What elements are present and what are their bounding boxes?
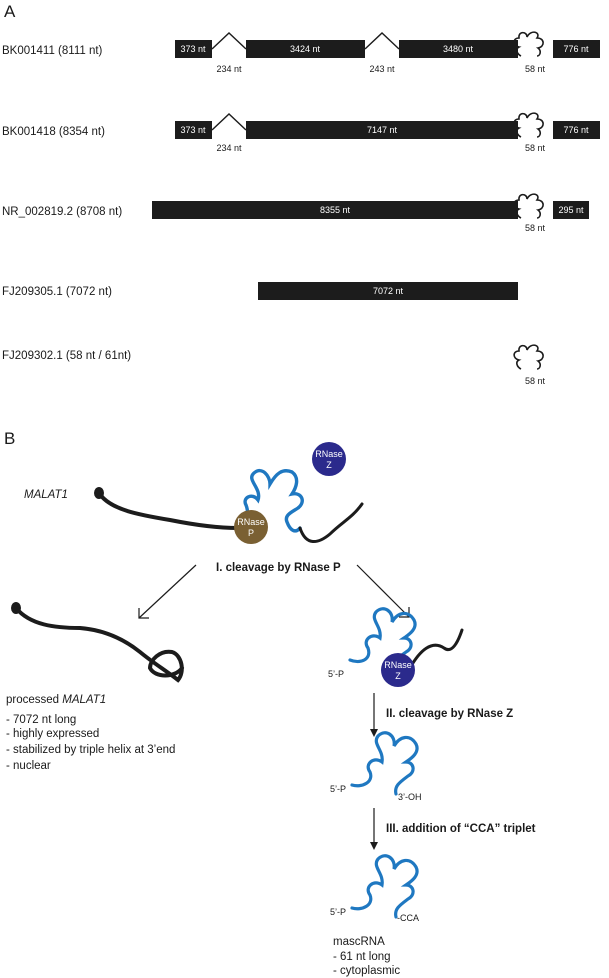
exon-segment — [246, 121, 518, 139]
intron-caret — [364, 32, 400, 50]
loop-label: 58 nt — [525, 64, 546, 74]
cap-structure — [94, 487, 104, 499]
mascrna-loop — [513, 31, 544, 57]
step-2-label: II. cleavage by RNase Z — [386, 708, 513, 720]
cleaved-mascrna: 5’-P 3’-OH — [330, 731, 422, 802]
loop-label: 58 nt — [525, 376, 546, 386]
rnase-z-enzyme — [381, 653, 415, 687]
rnase-z-label-2: Z — [326, 460, 332, 470]
exon-segment — [553, 201, 589, 219]
split-arrows — [138, 564, 410, 619]
arrow-left-head — [138, 608, 149, 619]
panel-a-letter: A — [4, 2, 16, 21]
segment-label: 8355 nt — [320, 205, 351, 215]
mascrna-loop — [513, 112, 544, 138]
step-3-label: III. addition of “CCA” triplet — [386, 823, 536, 835]
mascrna-loop-blue — [348, 607, 417, 670]
transcript-row-bk001411: BK001411 (8111 nt) 373 nt 234 nt 3424 nt… — [2, 31, 600, 74]
five-prime-label: 5’-P — [328, 669, 344, 679]
mascrna-loop — [513, 193, 544, 219]
segment-label: 373 nt — [180, 125, 206, 135]
intron-caret — [211, 32, 247, 50]
processed-title: processed MALAT1 — [6, 694, 106, 706]
rnase-z-label-1: RNase — [315, 449, 343, 459]
segment-label: 373 nt — [180, 44, 206, 54]
intron-label: 243 nt — [369, 64, 395, 74]
masc-note: - cytoplasmic — [333, 965, 400, 977]
rnase-z-label-1: RNase — [384, 660, 412, 670]
segment-label: 7147 nt — [367, 125, 398, 135]
exon-segment — [246, 40, 365, 58]
malat1-strand — [97, 491, 240, 530]
row-label: BK001418 (8354 nt) — [2, 126, 105, 138]
cca-label: -CCA — [397, 913, 419, 923]
gene-label: MALAT1 — [24, 489, 68, 501]
segment-label: 7072 nt — [373, 286, 404, 296]
exon-segment — [553, 121, 600, 139]
three-prime-label: 3’-OH — [398, 792, 422, 802]
five-prime-label: 5’-P — [330, 784, 346, 794]
mascrna-precursor-loop — [236, 468, 304, 533]
segment-label: 3424 nt — [290, 44, 321, 54]
row-label: FJ209305.1 (7072 nt) — [2, 286, 112, 298]
processed-note: - nuclear — [6, 760, 51, 772]
processed-malat1: processed MALAT1 - 7072 nt long - highly… — [6, 602, 184, 772]
arrow-left — [138, 564, 197, 619]
malat1-precursor: MALAT1 RNase P RNase Z — [24, 442, 364, 544]
exon-segment — [152, 201, 518, 219]
mature-mascrna: 5’-P -CCA mascRNA - 61 nt long - cytopla… — [330, 854, 419, 977]
transcript-row-bk001418: BK001418 (8354 nt) 373 nt 234 nt 7147 nt… — [2, 112, 600, 153]
transcript-row-fj209302: FJ209302.1 (58 nt / 61nt) 58 nt — [2, 344, 546, 386]
row-label: NR_002819.2 (8708 nt) — [2, 206, 122, 218]
intron-label: 234 nt — [216, 64, 242, 74]
segment-label: 295 nt — [558, 205, 584, 215]
rnase-z-label-2: Z — [395, 671, 401, 681]
intron-label: 234 nt — [216, 143, 242, 153]
exon-segment — [553, 40, 600, 58]
rnase-z-enzyme — [312, 442, 346, 476]
segment-label: 776 nt — [563, 125, 589, 135]
exon-segment — [175, 40, 212, 58]
arrow-right — [356, 564, 410, 618]
loop-label: 58 nt — [525, 143, 546, 153]
step-1-label: I. cleavage by RNase P — [216, 562, 341, 574]
row-label: FJ209302.1 (58 nt / 61nt) — [2, 350, 131, 362]
rnase-p-label-1: RNase — [237, 517, 265, 527]
exon-segment — [258, 282, 518, 300]
arrow-down-2-head — [370, 842, 378, 850]
loop-label: 58 nt — [525, 223, 546, 233]
intron-caret — [211, 113, 247, 131]
masc-note: - 61 nt long — [333, 951, 391, 963]
processed-note: - stabilized by triple helix at 3’end — [6, 744, 175, 756]
row-label: BK001411 (8111 nt) — [2, 45, 103, 57]
segment-label: 776 nt — [563, 44, 589, 54]
mascrna-loop-blue — [350, 731, 419, 796]
processed-strand — [14, 606, 184, 683]
processed-note: - highly expressed — [6, 728, 99, 740]
mascrna-loop — [513, 344, 544, 370]
masc-title: mascRNA — [333, 936, 385, 948]
transcript-row-fj209305: FJ209305.1 (7072 nt) 7072 nt — [2, 282, 518, 300]
arrow-down-1-head — [370, 729, 378, 737]
rnase-p-label-2: P — [248, 528, 254, 538]
transcript-row-nr002819: NR_002819.2 (8708 nt) 8355 nt 58 nt 295 … — [2, 193, 589, 233]
rnase-z-intermediate: 5’-P RNase Z — [328, 607, 464, 687]
arrow-right-head — [399, 607, 410, 618]
mascrna-loop-blue — [350, 854, 419, 919]
processed-note: - 7072 nt long — [6, 714, 76, 726]
panel-b-letter: B — [4, 429, 15, 448]
exon-segment — [175, 121, 212, 139]
trailer-strand — [298, 502, 364, 543]
rnase-p-enzyme — [234, 510, 268, 544]
segment-label: 3480 nt — [443, 44, 474, 54]
trailer-strand — [408, 628, 464, 670]
five-prime-label: 5’-P — [330, 907, 346, 917]
exon-segment — [399, 40, 518, 58]
